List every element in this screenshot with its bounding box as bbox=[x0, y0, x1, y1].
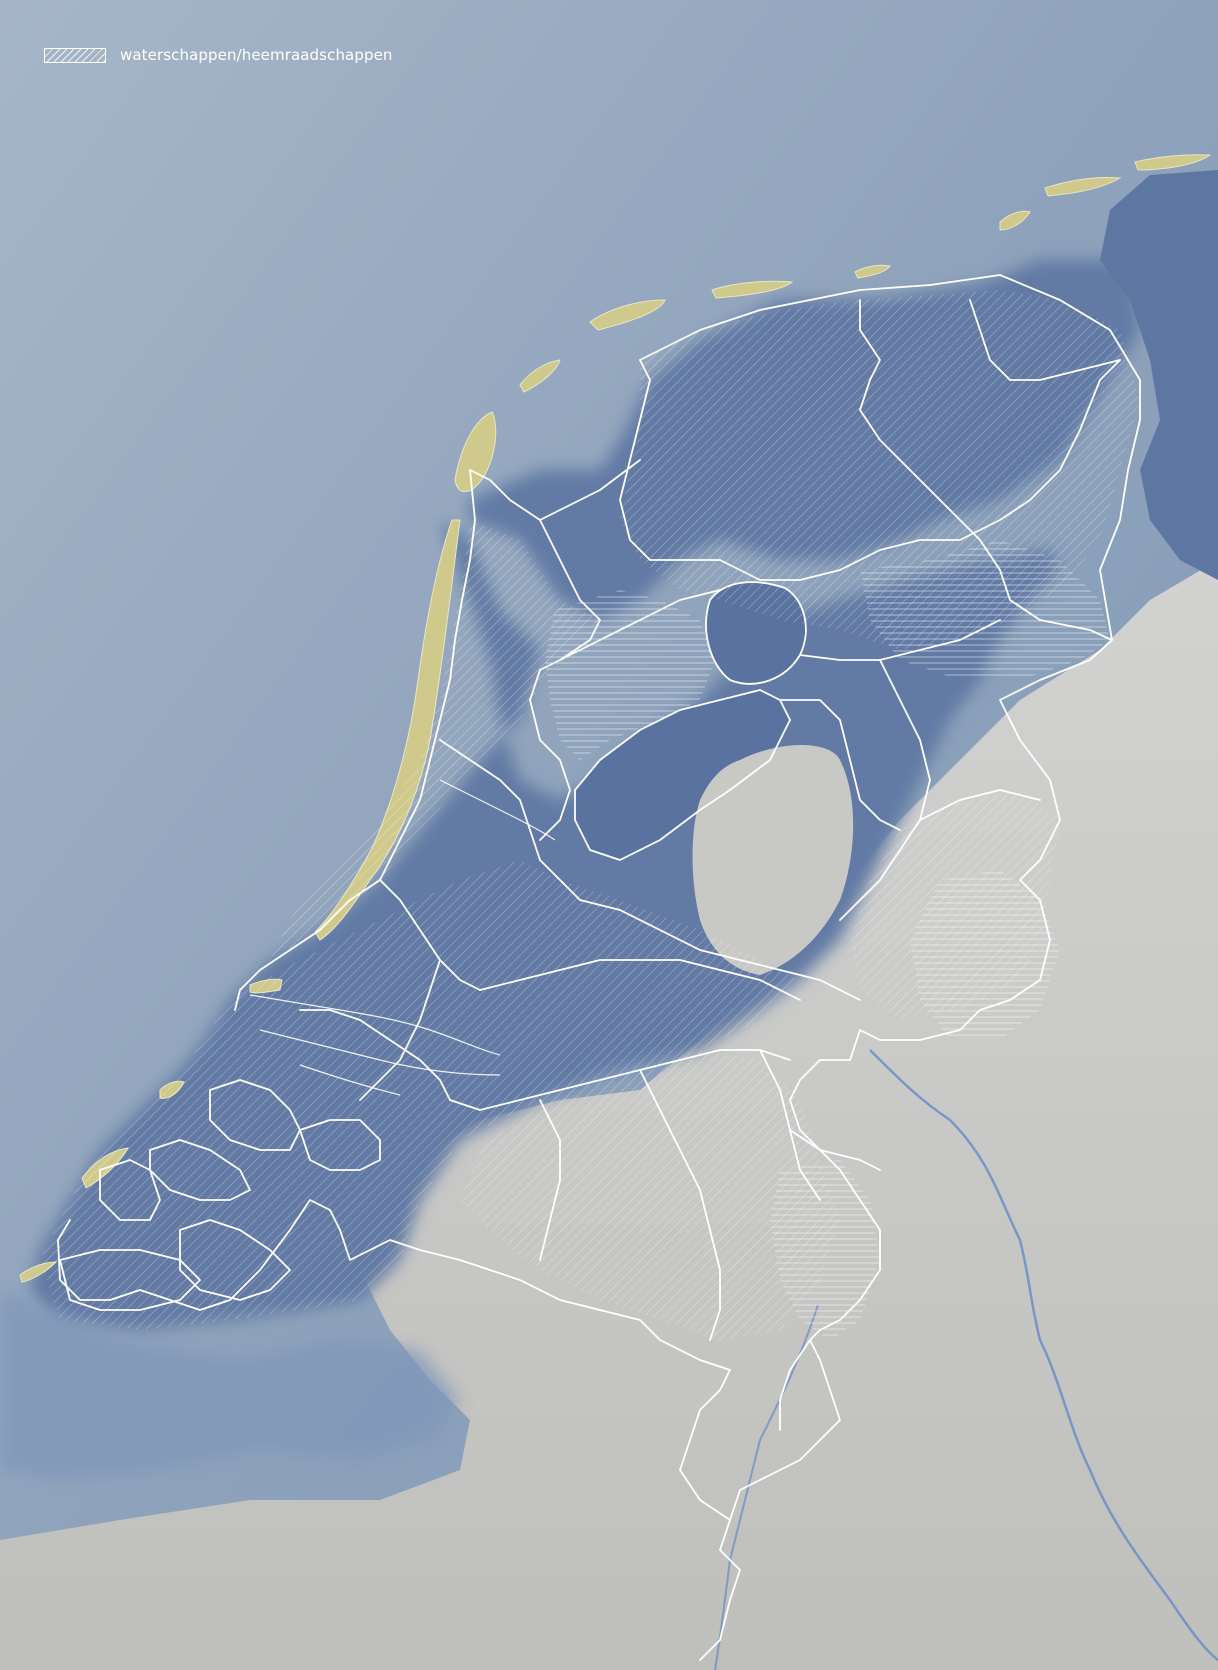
water-board-hatch-horizontal bbox=[545, 540, 1110, 1340]
river-maas bbox=[714, 1304, 819, 1670]
legend-label: waterschappen/heemraadschappen bbox=[120, 46, 393, 64]
legend-hatch-swatch bbox=[44, 47, 106, 63]
ne-lowland bbox=[1100, 170, 1218, 580]
flevopolder bbox=[575, 690, 790, 860]
legend: waterschappen/heemraadschappen bbox=[44, 46, 393, 64]
river-rhine bbox=[869, 1049, 1218, 1661]
delta-fade bbox=[0, 1290, 460, 1480]
delta-waterways bbox=[249, 779, 556, 1096]
water-board-boundaries bbox=[57, 274, 1141, 1661]
veluwe bbox=[692, 745, 854, 975]
